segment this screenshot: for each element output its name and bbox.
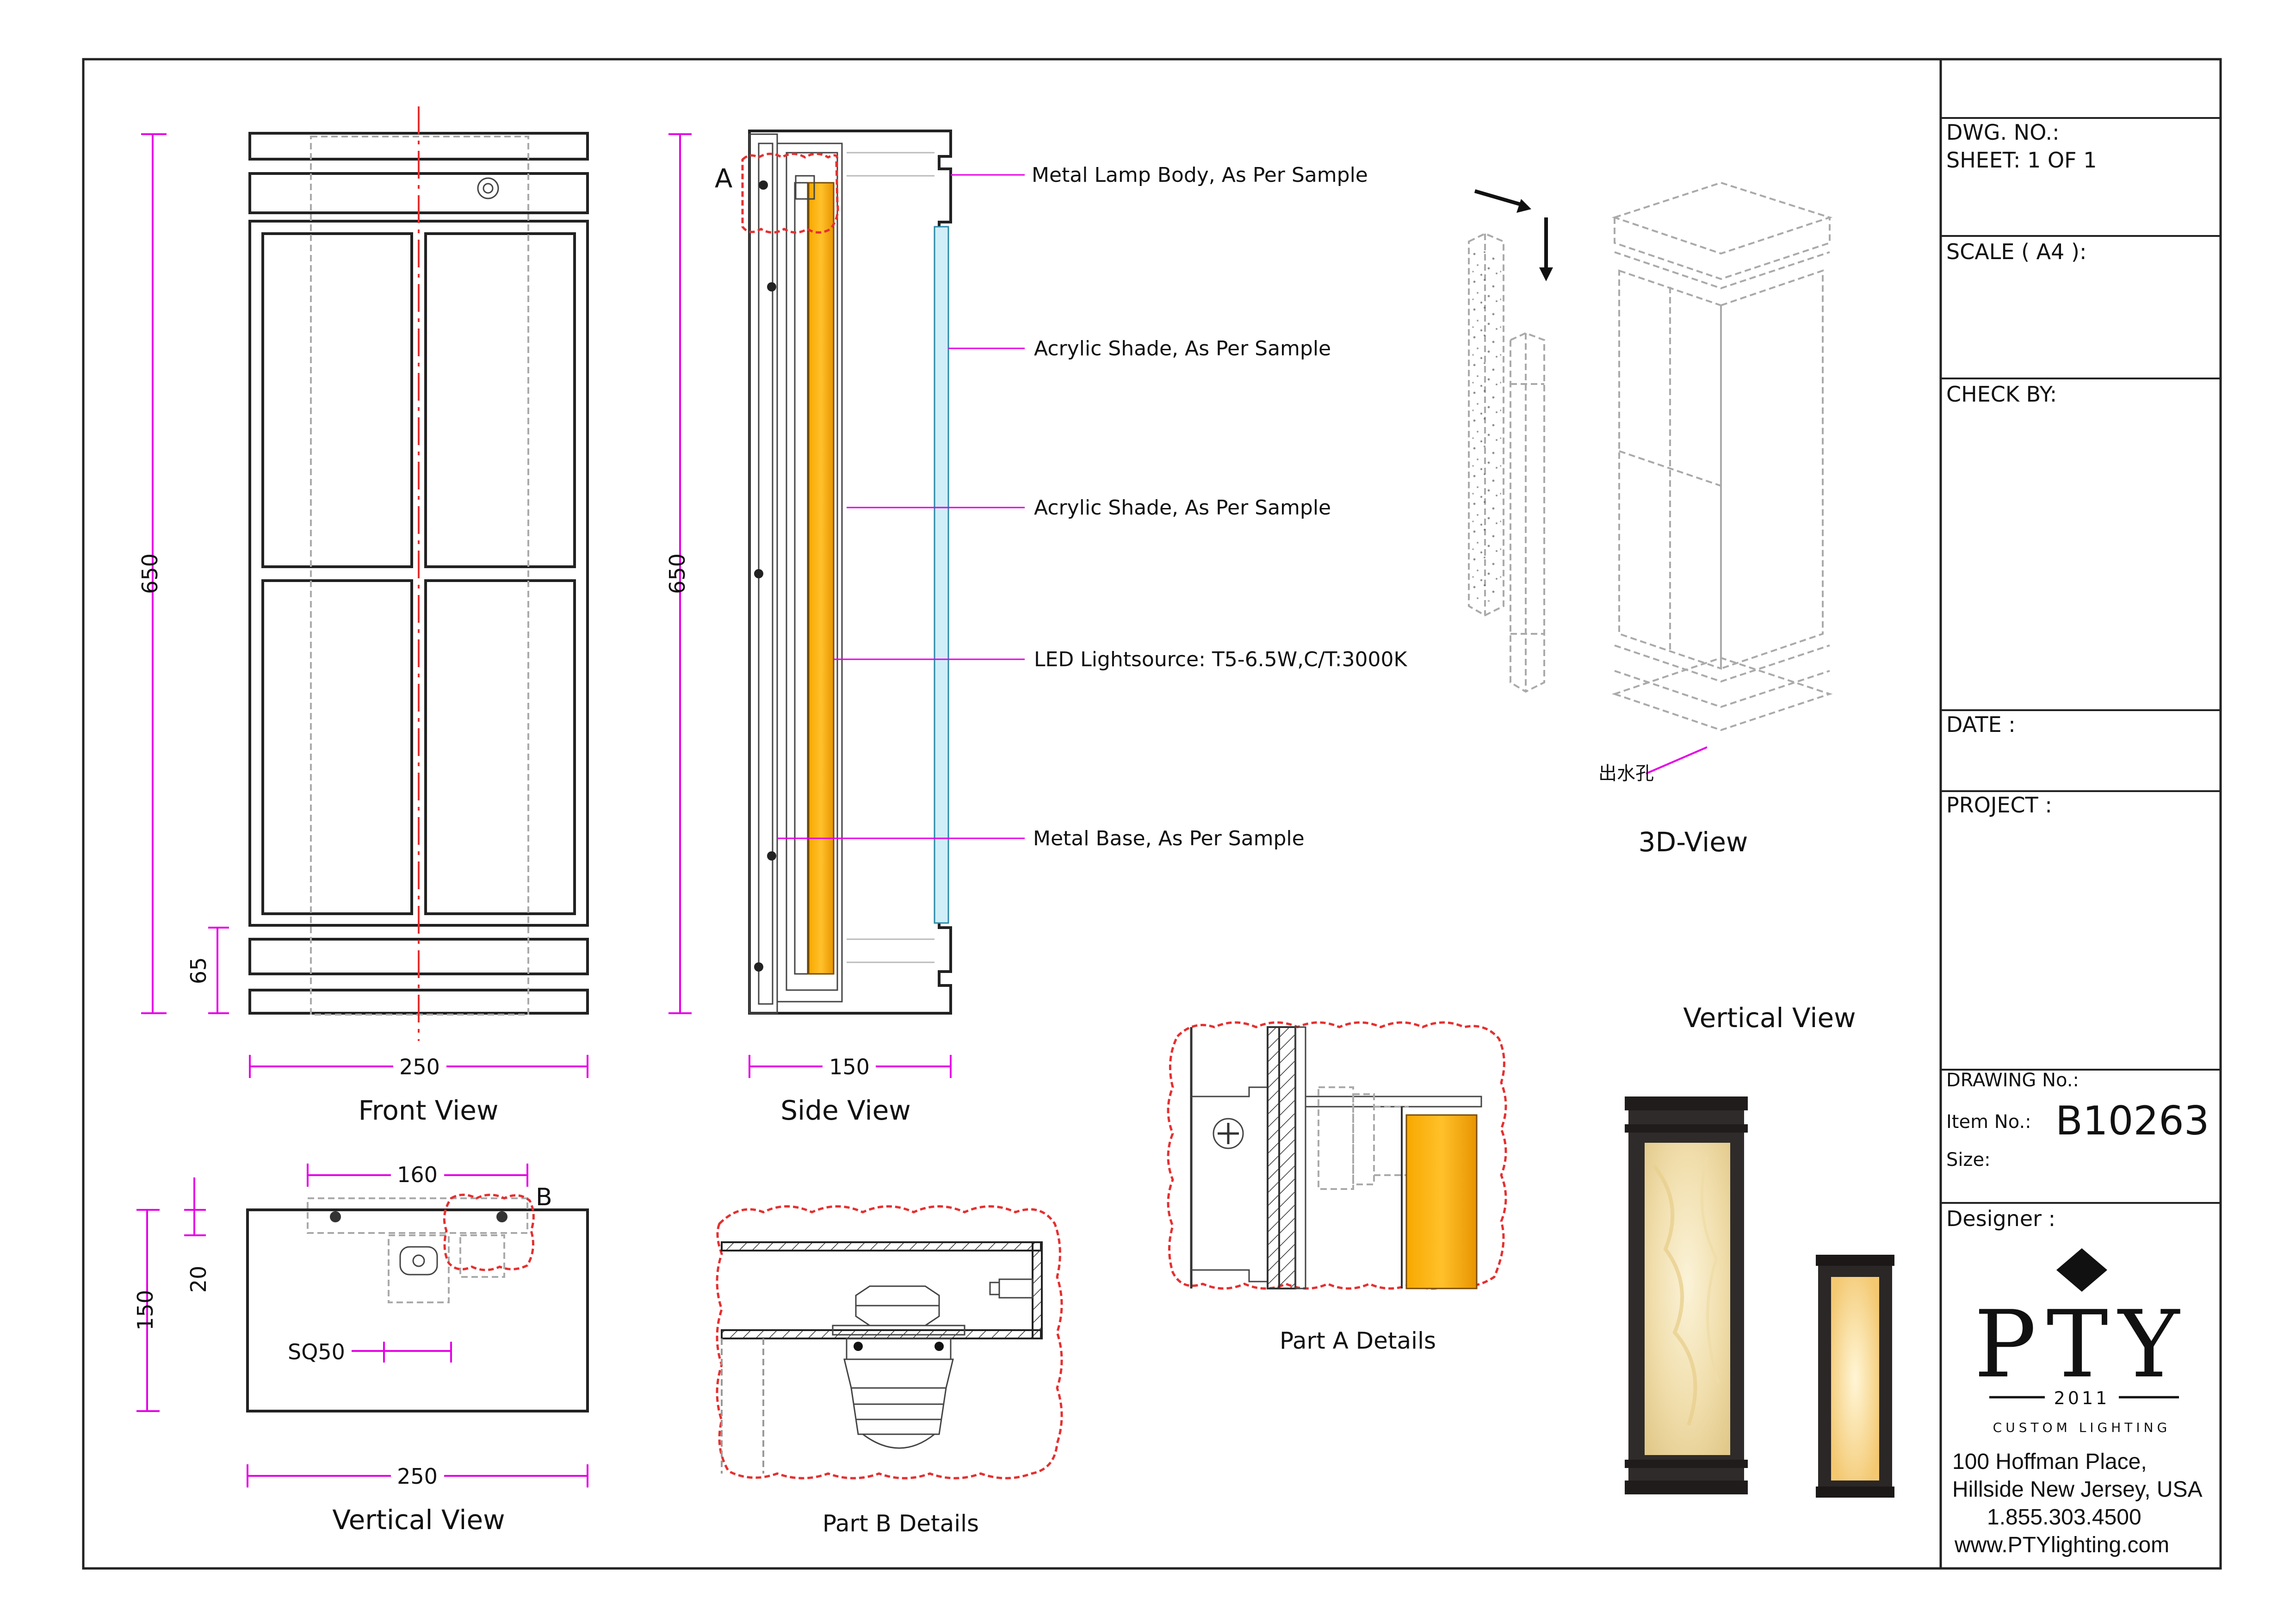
- front-width-dimension: 250: [249, 1054, 588, 1079]
- bottom-vertical-view: [246, 1197, 589, 1412]
- tb-project: PROJECT :: [1946, 793, 2052, 818]
- tb-scale: SCALE ( A4 ):: [1946, 239, 2086, 264]
- logo-year: 2011: [2054, 1388, 2110, 1408]
- marker-a: A: [715, 164, 732, 194]
- callout-acrylic-shade-1: Acrylic Shade, As Per Sample: [1034, 337, 1331, 360]
- side-width-dimension: 150: [749, 1054, 952, 1079]
- part-a-drawing: [1190, 1026, 1482, 1289]
- vertical-photo-label: Vertical View: [1683, 1002, 1856, 1034]
- bottom-vertical-view-label: Vertical View: [332, 1504, 505, 1536]
- bottom-height-dimension: 150: [133, 1209, 160, 1412]
- part-a-detail-cloud: [1167, 1021, 1507, 1290]
- callout-led-lightsource: LED Lightsource: T5-6.5W,C/T:3000K: [1034, 648, 1408, 671]
- tb-sheet: SHEET: 1 OF 1: [1946, 148, 2097, 173]
- bottom-20-dimension: 20: [184, 1177, 211, 1293]
- dim-side-height: 650: [665, 553, 690, 594]
- front-view-label: Front View: [359, 1095, 499, 1126]
- arrow-icon: [1474, 189, 1553, 281]
- tb-check-by: CHECK BY:: [1946, 382, 2057, 407]
- side-view: [748, 130, 952, 1015]
- drain-hole-label: 出水孔: [1598, 763, 1654, 784]
- dim-front-height: 650: [137, 553, 162, 594]
- address-line2: Hillside New Jersey, USA: [1952, 1477, 2203, 1502]
- tb-designer: Designer :: [1946, 1206, 2055, 1231]
- diamond-icon: [2056, 1248, 2107, 1292]
- front-height-dimension: 650: [137, 133, 167, 1014]
- callout-leaders: [777, 174, 1025, 839]
- three-d-view-label: 3D-View: [1639, 826, 1748, 858]
- side-height-dimension: 650: [665, 133, 692, 1014]
- tb-dwg-no: DWG. NO.:: [1946, 120, 2060, 145]
- three-d-view: 出水孔: [1468, 181, 1833, 784]
- bottom-width-dimension: 250: [247, 1464, 588, 1489]
- part-a-label: Part A Details: [1280, 1327, 1436, 1354]
- front-base-dimension: 65: [186, 927, 229, 1014]
- dim-bottom-height: 150: [133, 1290, 158, 1331]
- tb-item-no: B10263: [2055, 1098, 2209, 1144]
- logo-tagline: CUSTOM LIGHTING: [1993, 1420, 2171, 1435]
- lamp-3d: [1611, 181, 1833, 731]
- dim-bottom-20: 20: [186, 1266, 211, 1293]
- callout-lamp-body: Metal Lamp Body, As Per Sample: [1032, 163, 1368, 187]
- part-b-drawing: [721, 1241, 1043, 1474]
- dim-front-width: 250: [399, 1054, 440, 1079]
- bottom-sq-dimension: SQ50: [288, 1339, 452, 1364]
- logo-brand: PTY: [1974, 1291, 2190, 1399]
- exploded-rail: [1468, 232, 1545, 693]
- address-web: www.PTYlighting.com: [1954, 1533, 2169, 1557]
- dim-bottom-160: 160: [397, 1162, 438, 1187]
- title-block: [1941, 117, 2221, 1204]
- part-a-cloud: [741, 153, 839, 234]
- tb-date: DATE :: [1946, 712, 2016, 737]
- tb-item-no-label: Item No.:: [1946, 1111, 2031, 1133]
- dim-bottom-width: 250: [397, 1464, 438, 1489]
- lamp-photo-small: [1816, 1255, 1894, 1498]
- part-b-cloud: [443, 1194, 535, 1271]
- marker-b: B: [536, 1183, 552, 1211]
- callout-acrylic-shade-2: Acrylic Shade, As Per Sample: [1034, 496, 1331, 520]
- pty-logo: PTY 2011 CUSTOM LIGHTING: [1974, 1248, 2190, 1435]
- front-view: [248, 106, 589, 1041]
- bottom-160-dimension: 160: [307, 1161, 528, 1187]
- side-view-label: Side View: [780, 1095, 911, 1126]
- lamp-photo-large: [1625, 1096, 1748, 1494]
- part-b-label: Part B Details: [823, 1510, 979, 1537]
- dim-bottom-sq: SQ50: [288, 1339, 345, 1364]
- sheet-border: [82, 58, 2222, 1570]
- tb-size: Size:: [1946, 1149, 1991, 1171]
- address-phone: 1.855.303.4500: [1987, 1505, 2141, 1530]
- dim-side-width: 150: [829, 1054, 870, 1079]
- callout-metal-base: Metal Base, As Per Sample: [1033, 827, 1305, 850]
- tb-drawing-no: DRAWING No.:: [1946, 1070, 2079, 1091]
- dim-front-base: 65: [186, 957, 211, 985]
- address-line1: 100 Hoffman Place,: [1952, 1450, 2147, 1474]
